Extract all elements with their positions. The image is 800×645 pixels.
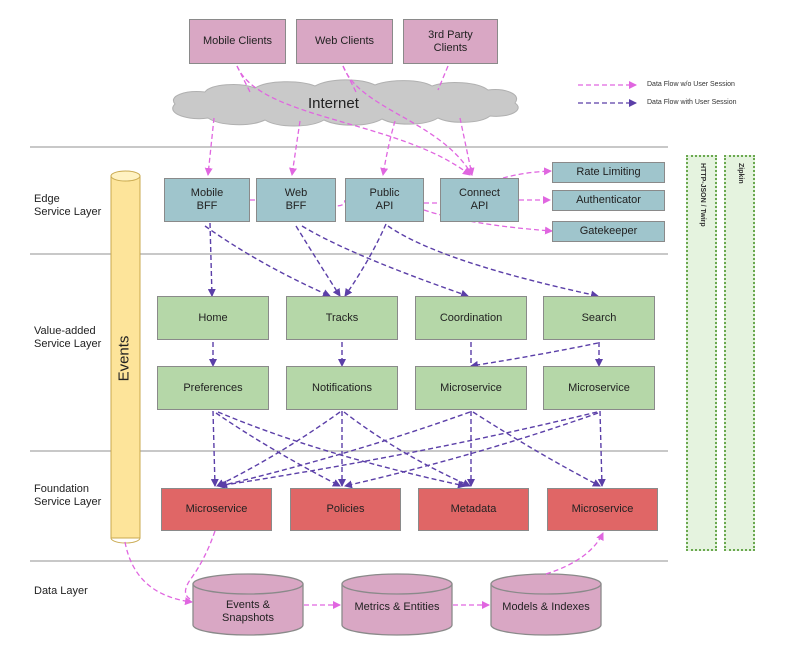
layer-label-value-added: Value-added Service Layer (34, 325, 102, 350)
flow-internet-public-api (380, 120, 396, 176)
legend-label-with-session: Data Flow with User Session (647, 99, 737, 106)
foundation-microservice-box-2: Microservice (547, 488, 658, 531)
flow-microservice-foundation-microservice (219, 411, 471, 489)
flows-with-session (204, 222, 606, 489)
transport-label: HTTP-JSON / Twirp (699, 163, 706, 227)
flow-connect-api-gatekeeper (423, 209, 553, 235)
flow-internet-web-bff (289, 120, 301, 176)
flow-preferences-foundation-microservice (210, 410, 219, 487)
web-clients-box: Web Clients (296, 19, 393, 64)
flow-microservice2-policies (344, 412, 599, 489)
flow-web-bff-tracks (295, 225, 341, 297)
internet-label: Internet (308, 95, 359, 112)
flow-microservice-foundation-microservice-2 (472, 411, 601, 487)
legend (578, 81, 637, 107)
flow-microservice2-foundation-microservice-2 (597, 410, 606, 487)
flow-mobile-clients-connect-api (236, 65, 471, 176)
flow-notifications-metadata (343, 411, 471, 487)
events-label: Events (115, 335, 133, 382)
events-cylinder (110, 170, 141, 544)
coordination-box: Coordination (415, 296, 527, 340)
flow-connect-api-rate-limiting (502, 167, 552, 179)
flow-events-to-events-snapshots (124, 541, 193, 606)
authenticator-box: Authenticator (552, 190, 665, 211)
public-api-box: Public API (345, 178, 424, 222)
flow-public-api-search (387, 225, 599, 299)
mobile-clients-box: Mobile Clients (189, 19, 286, 64)
metadata-box: Metadata (418, 488, 529, 531)
flow-mobile-bff-home (207, 222, 216, 297)
data-cylinders (192, 573, 602, 636)
search-box: Search (543, 296, 655, 340)
layer-label-data: Data Layer (34, 585, 88, 597)
gatekeeper-box: Gatekeeper (552, 221, 665, 242)
flow-web-clients-connect-api (342, 65, 473, 176)
flow-mobile-bff-tracks (204, 225, 331, 297)
metrics-entities-label: Metrics & Entities (354, 600, 440, 613)
flow-search-coordination-microservice (470, 342, 599, 369)
transport-panel (686, 155, 717, 551)
value-microservice-box-1: Microservice (415, 366, 527, 410)
third-party-clients-box: 3rd Party Clients (403, 19, 498, 64)
flow-preferences-metadata (217, 411, 466, 489)
tracing-panel (724, 155, 755, 551)
tracing-label: Zipkin (737, 163, 744, 184)
layer-label-edge: Edge Service Layer (34, 193, 102, 218)
models-indexes-label: Models & Indexes (502, 600, 590, 613)
events-snapshots-label: Events & Snapshots (222, 599, 274, 624)
flow-preferences-policies (215, 412, 341, 487)
flow-notifications-foundation-microservice (216, 411, 341, 487)
cylinder-models-indexes (490, 584, 602, 636)
legend-label-without-session: Data Flow w/o User Session (647, 81, 735, 88)
foundation-microservice-box-1: Microservice (161, 488, 272, 531)
flow-third-party-internet (437, 65, 449, 91)
flow-models-indexes-foundation-microservice (545, 532, 604, 575)
flow-internet-connect-api (459, 117, 475, 176)
tracks-box: Tracks (286, 296, 398, 340)
cylinder-events-snapshots (192, 584, 304, 636)
preferences-box: Preferences (157, 366, 269, 410)
flow-foundation-microservice-to-events-snapshots (184, 530, 216, 601)
flows-without-session (124, 65, 604, 609)
internet-cloud (172, 79, 519, 127)
policies-box: Policies (290, 488, 401, 531)
flow-public-api-tracks (344, 223, 387, 297)
cylinder-metrics-entities (341, 584, 453, 636)
flow-internet-mobile-bff (204, 117, 215, 176)
layer-label-foundation: Foundation Service Layer (34, 483, 102, 508)
mobile-bff-box: Mobile BFF (164, 178, 250, 222)
rate-limiting-box: Rate Limiting (552, 162, 665, 183)
web-bff-box: Web BFF (256, 178, 336, 222)
notifications-box: Notifications (286, 366, 398, 410)
flow-microservice2-foundation-microservice (217, 411, 598, 489)
flow-web-bff-coordination (301, 225, 469, 298)
value-microservice-box-2: Microservice (543, 366, 655, 410)
home-box: Home (157, 296, 269, 340)
connect-api-box: Connect API (440, 178, 519, 222)
